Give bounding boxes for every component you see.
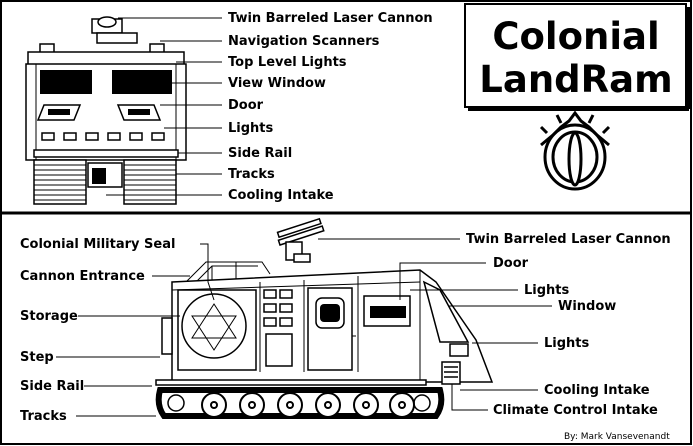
front-label: Lights (228, 121, 274, 136)
title-box: Colonial LandRam (464, 3, 691, 111)
side-label: Window (558, 299, 616, 314)
front-leaders (106, 17, 222, 196)
side-label: Door (493, 256, 529, 271)
side-leaders (56, 238, 552, 417)
side-label: Lights (544, 336, 590, 351)
side-view-vehicle (155, 217, 494, 419)
front-labels: Twin Barreled Laser Cannon Navigation Sc… (228, 11, 433, 203)
side-label: Cooling Intake (544, 383, 650, 398)
side-left-labels: Colonial Military Seal Cannon Entrance S… (20, 237, 175, 424)
front-label: Cooling Intake (228, 188, 334, 203)
side-label: Twin Barreled Laser Cannon (466, 232, 671, 247)
front-view-vehicle (25, 16, 187, 205)
side-label: Tracks (20, 409, 67, 424)
title-line1: Colonial (492, 15, 659, 58)
colonial-seal-icon (539, 110, 611, 191)
side-label: Colonial Military Seal (20, 237, 175, 252)
side-label: Storage (20, 309, 78, 324)
side-label: Lights (524, 283, 570, 298)
front-label: Side Rail (228, 146, 292, 161)
title-line2: LandRam (479, 58, 672, 101)
credit-text: By: Mark Vansevenandt (564, 432, 670, 442)
front-label: Tracks (228, 167, 275, 182)
front-label: Door (228, 98, 264, 113)
front-label: Top Level Lights (228, 55, 347, 70)
front-label: View Window (228, 76, 326, 91)
front-label: Navigation Scanners (228, 34, 380, 49)
front-label: Twin Barreled Laser Cannon (228, 11, 433, 26)
side-label: Step (20, 350, 54, 365)
side-right-labels: Twin Barreled Laser Cannon Door Lights W… (466, 232, 671, 418)
side-label: Cannon Entrance (20, 269, 145, 284)
side-label: Climate Control Intake (493, 403, 658, 418)
side-label: Side Rail (20, 379, 84, 394)
